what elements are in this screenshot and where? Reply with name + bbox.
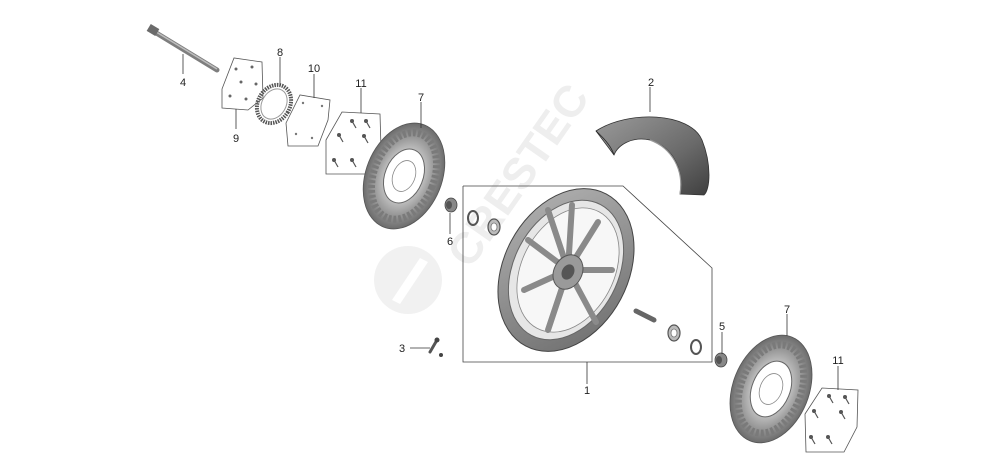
part-label-1: 1 <box>584 385 590 397</box>
bolt-kit-9 <box>221 57 264 111</box>
part-label-7-upper: 7 <box>418 92 424 104</box>
part-labels: 1 2 3 4 5 6 7 7 8 9 10 11 11 <box>180 47 844 397</box>
part-label-8: 8 <box>277 47 283 59</box>
seal-right <box>690 339 702 355</box>
wheel-rim <box>497 188 635 352</box>
part-label-4: 4 <box>180 77 186 89</box>
bolt-kit-11-lower <box>804 387 859 453</box>
bearing-right <box>667 324 681 342</box>
part-label-6: 6 <box>447 236 453 248</box>
part-label-2: 2 <box>648 77 654 89</box>
part-label-10: 10 <box>308 63 320 75</box>
part-label-3: 3 <box>399 343 405 355</box>
part-label-9: 9 <box>233 133 239 145</box>
wheel-assembly-frame <box>462 185 713 363</box>
collar-5 <box>714 352 728 368</box>
brake-disc-upper <box>362 122 446 230</box>
spacer-10 <box>285 94 331 147</box>
brake-disc-lower <box>729 334 813 444</box>
part-label-11-lower: 11 <box>832 355 843 367</box>
tone-ring <box>254 82 294 126</box>
part-label-7-lower: 7 <box>784 304 790 316</box>
tire <box>595 116 710 196</box>
front-axle <box>146 23 220 73</box>
seal-left <box>467 210 479 226</box>
part-label-5: 5 <box>719 321 725 333</box>
leader-lines <box>182 54 839 390</box>
bearing-left <box>487 218 501 236</box>
part-label-11-upper: 11 <box>355 78 366 90</box>
valve <box>428 337 443 357</box>
hub-spacer-pin <box>633 308 657 323</box>
collar-6 <box>444 197 458 213</box>
